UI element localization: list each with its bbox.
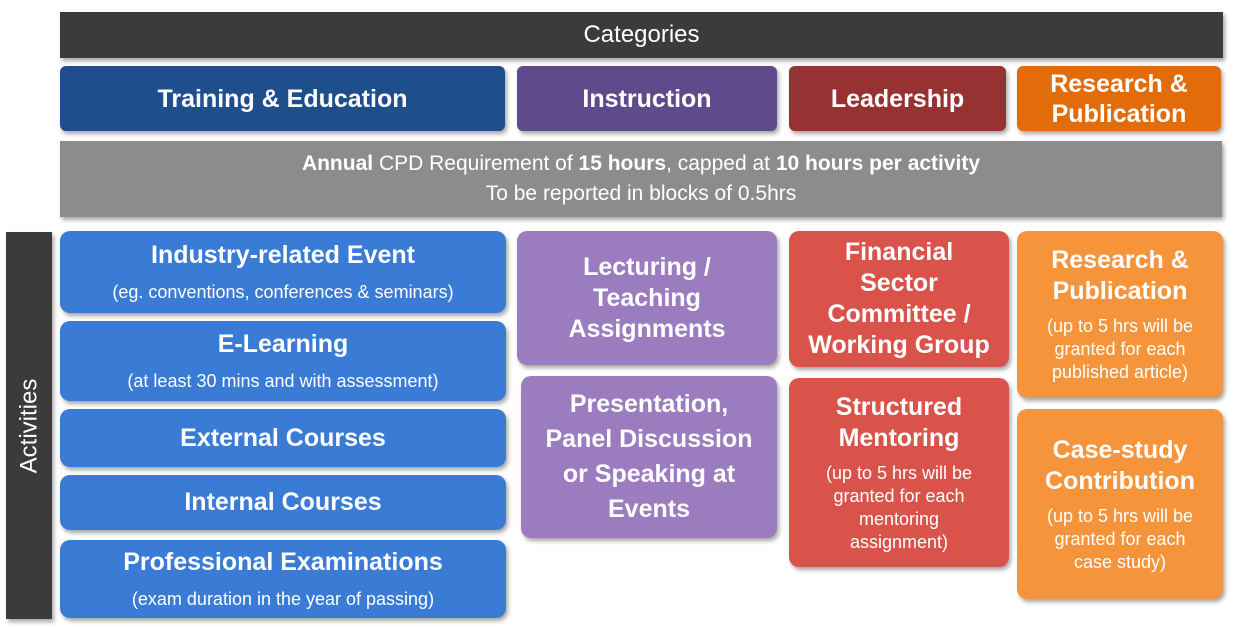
requirement-annual: Annual [301,152,374,175]
category-research-publication: Research & Publication [1017,66,1221,131]
requirement-cap: 10 hours per activity [775,152,981,175]
categories-header: Categories [60,12,1223,58]
cpd-requirement-bar: Annual CPD Requirement of 15 hours, capp… [60,141,1222,217]
activity-title: Lecturing / Teaching Assignments [568,252,726,343]
activity-industry-event: Industry-related Event (eg. conventions,… [60,231,506,313]
activities-side-label: Activities [6,232,52,619]
activity-title: Financial Sector Committee / Working Gro… [808,238,990,359]
activity-note: (at least 30 mins and with assessment) [127,371,439,391]
activity-title: Structured Mentoring [835,392,963,452]
activity-case-study-contribution: Case-study Contribution (up to 5 hrs wil… [1017,409,1223,599]
activity-lecturing-teaching: Lecturing / Teaching Assignments [517,231,777,365]
activities-label: Activities [15,378,42,473]
activity-title: Industry-related Event [151,241,415,269]
requirement-hours: 15 hours [578,152,667,175]
requirement-cpd-text: CPD Requirement of [373,152,579,175]
activity-internal-courses: Internal Courses [60,475,506,530]
category-instruction: Instruction [517,66,777,131]
categories-title: Categories [583,21,700,48]
activity-title: E-Learning [217,330,349,358]
activity-note: (up to 5 hrs will be granted for each ca… [1046,505,1194,572]
category-leadership-label: Leadership [830,84,965,113]
activity-e-learning: E-Learning (at least 30 mins and with as… [60,321,506,401]
activity-external-courses: External Courses [60,409,506,467]
activity-professional-examinations: Professional Examinations (exam duration… [60,540,506,618]
activity-note: (up to 5 hrs will be granted for each me… [825,462,973,552]
activity-title: External Courses [180,423,386,452]
category-training-education: Training & Education [60,66,505,131]
activity-title: Professional Examinations [123,548,443,576]
requirement-line-1: Annual CPD Requirement of 15 hours, capp… [302,149,980,179]
activity-title: Presentation, Panel Discussion or Speaki… [545,390,753,523]
activity-title: Case-study Contribution [1045,435,1195,495]
requirement-line-2: To be reported in blocks of 0.5hrs [485,182,797,205]
activity-financial-sector-committee: Financial Sector Committee / Working Gro… [789,231,1009,367]
activity-title: Research & Publication [1051,246,1189,305]
category-instruction-label: Instruction [582,84,712,113]
activity-research-publication: Research & Publication (up to 5 hrs will… [1017,231,1223,398]
requirement-capped-text: , capped at [666,152,776,175]
activity-note: (up to 5 hrs will be granted for each pu… [1046,316,1194,382]
activity-note: (eg. conventions, conferences & seminars… [112,282,454,302]
activity-title: Internal Courses [184,488,382,516]
activity-presentation-speaking: Presentation, Panel Discussion or Speaki… [521,376,777,538]
category-research-label: Research & Publication [1050,69,1188,128]
activity-structured-mentoring: Structured Mentoring (up to 5 hrs will b… [789,378,1009,567]
category-training-label: Training & Education [157,84,408,113]
activity-note: (exam duration in the year of passing) [131,589,435,609]
category-leadership: Leadership [789,66,1006,131]
